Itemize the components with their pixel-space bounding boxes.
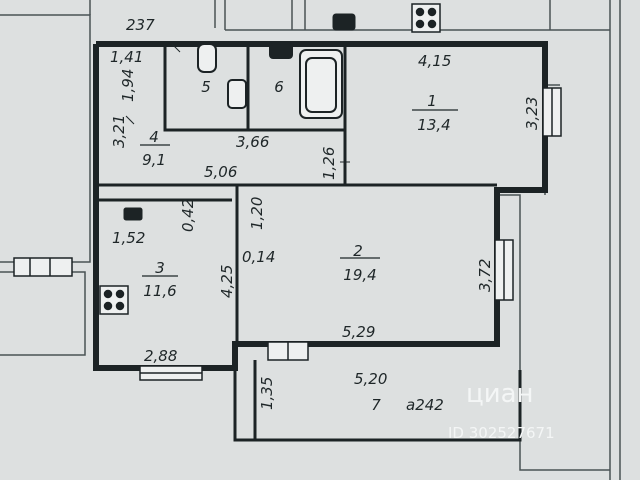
balcony-outline [233,344,522,442]
room-7-number: 7 [371,396,381,414]
dim-5-06: 5,06 [204,163,237,181]
sink-kitchen-icon [123,207,143,221]
top-dimension-label: 237 [126,16,155,34]
room-4-number: 4 [149,128,159,146]
dimension-ticks [125,43,350,163]
dim-5-20: 5,20 [354,370,387,388]
room-1-area: 13,4 [417,116,450,134]
room-2-area: 19,4 [343,266,376,284]
dim-0-42: 0,42 [179,199,197,232]
dim-3-23: 3,23 [523,97,541,130]
stove-neighbour-icon [411,3,441,33]
room-1-number: 1 [427,92,437,110]
neighbour-outline [0,0,621,480]
room-3-area: 11,6 [143,282,176,300]
dim-3-66: 3,66 [236,133,269,151]
dim-1-41: 1,41 [110,48,143,66]
interior-walls [96,44,497,344]
dim-1-52: 1,52 [112,229,145,247]
room-4-area: 9,1 [142,151,166,169]
area-underlines [140,109,458,277]
dim-1-94: 1,94 [119,69,137,102]
dim-4-15: 4,15 [418,52,451,70]
toilet-icon [197,43,247,109]
room-6-number: 6 [274,78,284,96]
sink-icon [269,43,293,59]
room-3-number: 3 [155,259,165,277]
dim-1-26: 1,26 [320,147,338,180]
dim-5-29: 5,29 [342,323,375,341]
dim-1-35: 1,35 [258,377,276,410]
bathtub-icon [299,49,343,119]
stove-kitchen-icon [99,285,129,315]
dim-1-20: 1,20 [248,197,266,230]
dim-0-14: 0,14 [242,248,275,266]
dim-2-88: 2,88 [144,347,177,365]
windows [13,87,562,381]
watermark-brand: циан [466,379,534,409]
room-2-number: 2 [353,242,363,260]
room-5-number: 5 [201,78,211,96]
dim-3-21: 3,21 [110,115,128,148]
balcony-area-tag: a242 [406,396,444,414]
neighbour-sink-icon [332,13,356,31]
watermark-id: ID 302527671 [448,424,555,442]
dim-4-25: 4,25 [218,265,236,298]
dim-3-72: 3,72 [476,259,494,292]
window-neighbour [13,257,73,277]
